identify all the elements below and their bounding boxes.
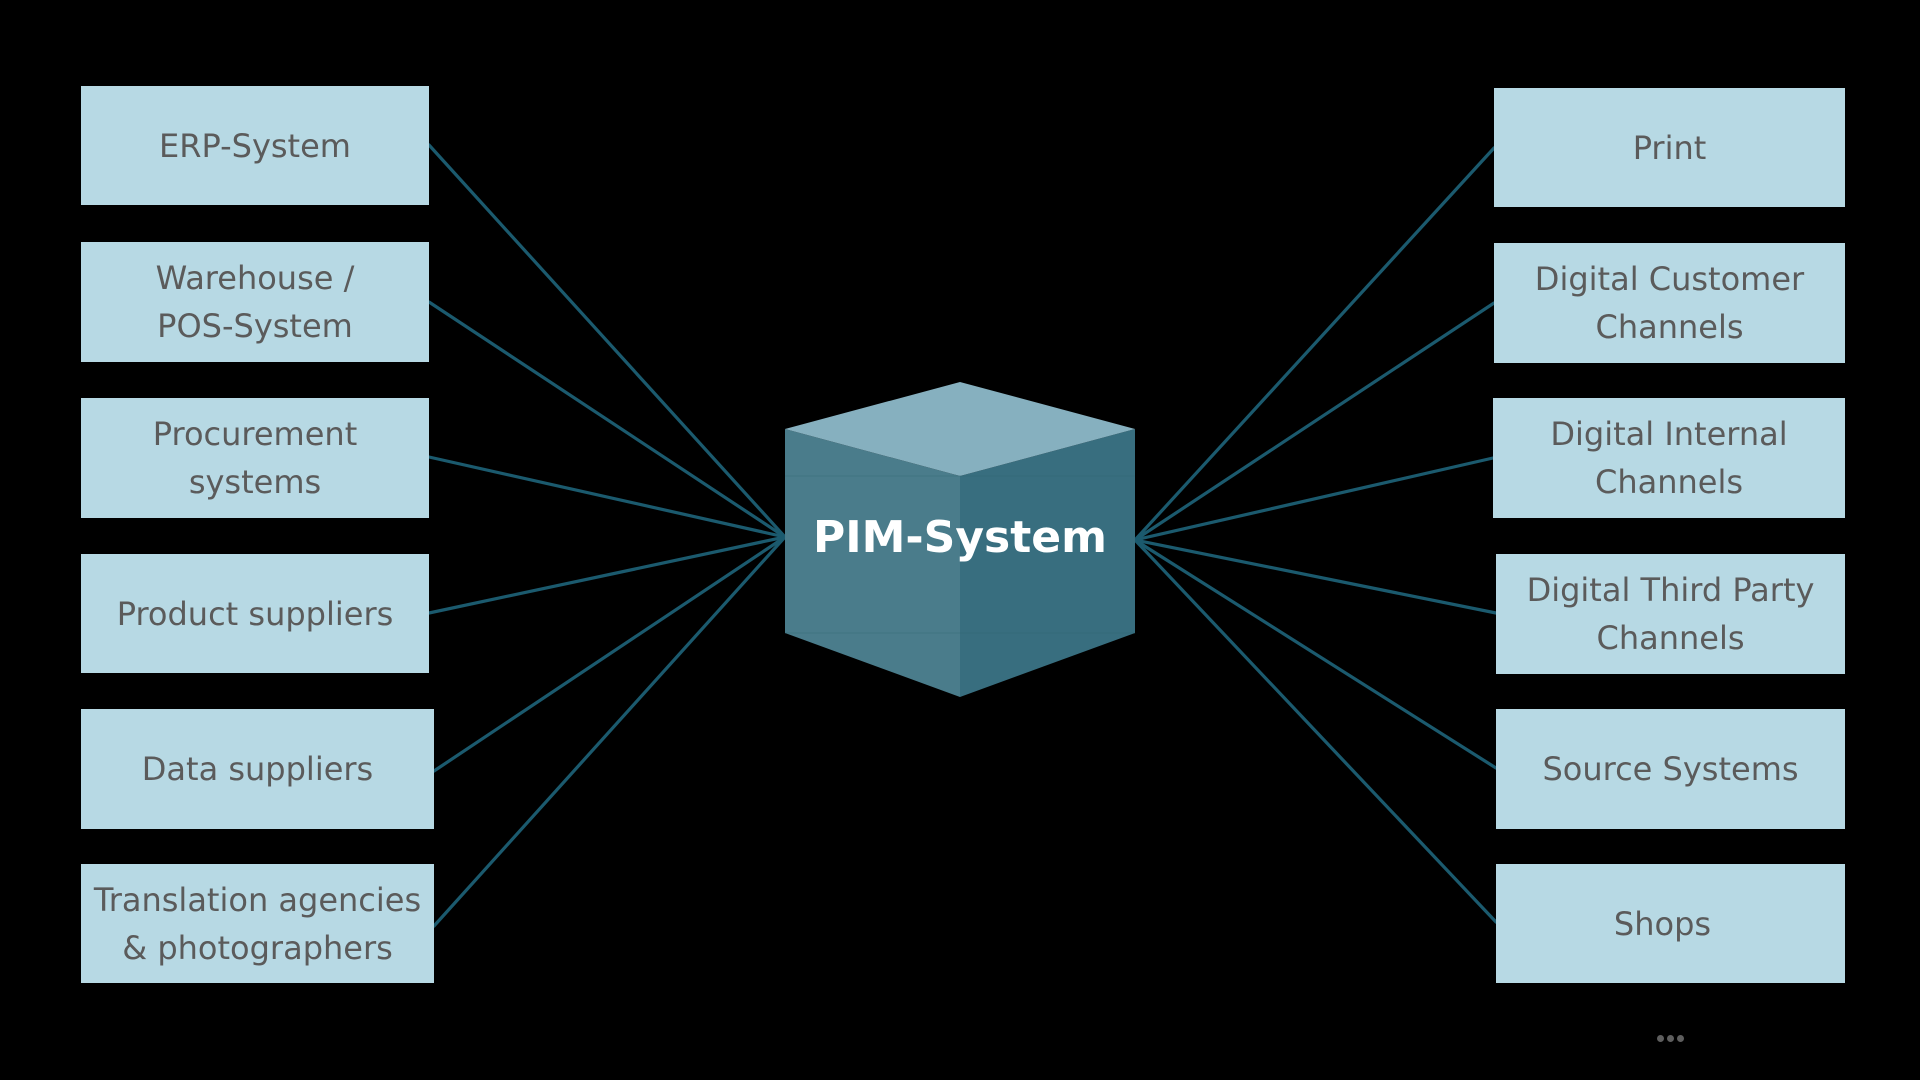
connector-source-systems: [1133, 538, 1498, 770]
node-label: Product suppliers: [116, 594, 394, 633]
node-label: Procurement systems: [152, 415, 358, 501]
node-source-systems[interactable]: Source Systems: [1496, 709, 1845, 829]
node-product-suppliers[interactable]: Product suppliers: [81, 554, 429, 673]
node-label: Data suppliers: [141, 750, 374, 788]
connector-translation: [432, 535, 787, 928]
node-label: Print: [1632, 128, 1707, 167]
node-digital-customer-channels[interactable]: Digital Customer Channels: [1494, 243, 1845, 363]
connector-erp: [427, 143, 787, 539]
node-erp-system[interactable]: ERP-System: [81, 86, 429, 205]
pim-system-label: PIM-System: [813, 512, 1107, 563]
node-data-suppliers[interactable]: Data suppliers: [81, 709, 434, 829]
node-procurement-systems[interactable]: Procurement systems: [81, 398, 429, 518]
node-warehouse-pos-system[interactable]: Warehouse / POS-System: [81, 242, 429, 362]
connector-digital-customer: [1133, 301, 1496, 542]
node-label: Digital Internal Channels: [1550, 415, 1788, 501]
connector-shops: [1133, 538, 1498, 924]
node-label: Translation agencies & photographers: [93, 880, 422, 967]
connector-print: [1133, 146, 1496, 542]
node-shops[interactable]: Shops: [1496, 864, 1845, 983]
cube-top-face: [785, 382, 1135, 476]
node-label: Shops: [1613, 904, 1712, 943]
node-label: Digital Customer Channels: [1534, 260, 1805, 346]
dot: [1666, 1034, 1674, 1042]
connector-data-suppliers: [432, 535, 787, 773]
connector-digital-third-party: [1133, 538, 1498, 615]
node-digital-internal-channels[interactable]: Digital Internal Channels: [1493, 398, 1845, 518]
node-label: Digital Third Party Channels: [1526, 571, 1815, 657]
node-translation-agencies[interactable]: Translation agencies & photographers: [81, 864, 434, 983]
connector-warehouse: [427, 300, 787, 539]
connector-digital-internal: [1133, 456, 1495, 542]
cube-left-face: [785, 429, 960, 697]
pim-cube-icon: [785, 382, 1135, 697]
node-label: Source Systems: [1542, 750, 1799, 788]
connector-procurement: [427, 455, 787, 539]
dot: [1656, 1034, 1664, 1042]
node-label: Warehouse / POS-System: [155, 259, 355, 345]
node-digital-third-party-channels[interactable]: Digital Third Party Channels: [1496, 554, 1845, 674]
node-label: ERP-System: [159, 126, 351, 165]
dot: [1676, 1034, 1684, 1042]
more-horizontal-icon[interactable]: [1652, 1030, 1688, 1046]
node-print[interactable]: Print: [1494, 88, 1845, 207]
connector-product-suppliers: [427, 535, 787, 615]
cube-right-face: [960, 429, 1135, 697]
